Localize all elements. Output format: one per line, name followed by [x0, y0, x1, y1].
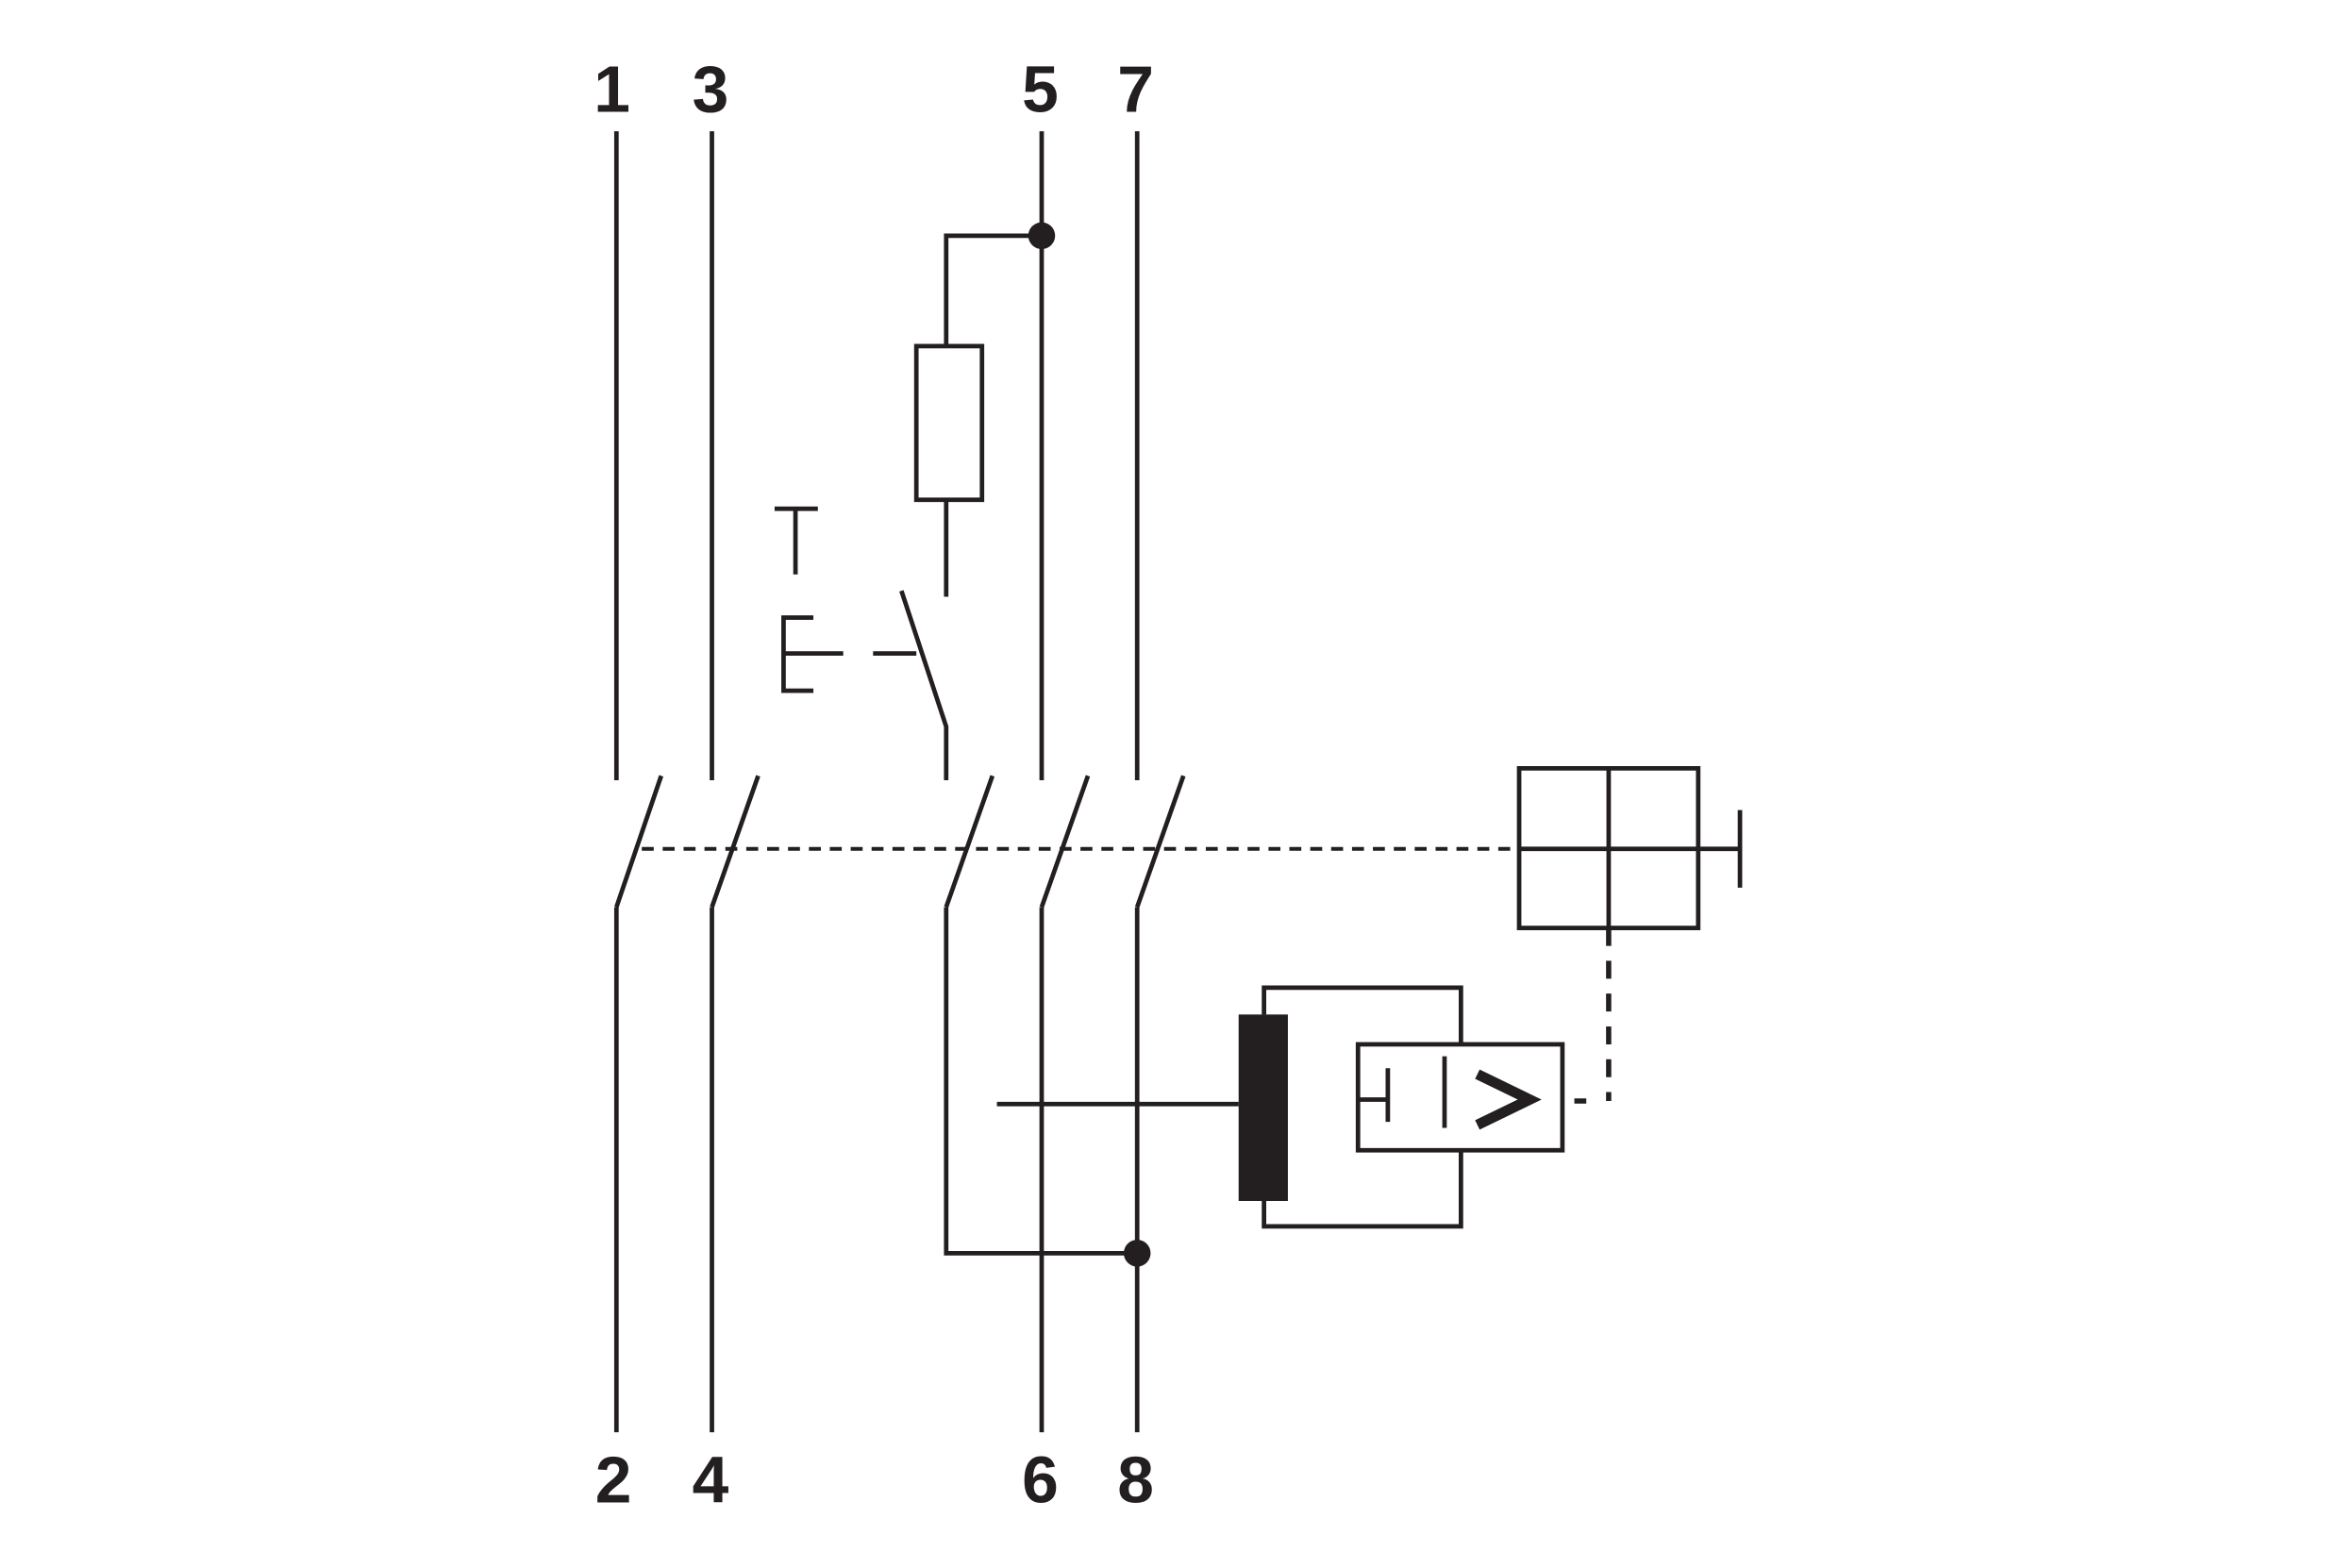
pole-5-6	[1039, 131, 1091, 1433]
terminal-2-label: 2	[595, 1443, 632, 1516]
trip-link	[1574, 927, 1612, 1104]
residual-current-relay	[1355, 1042, 1565, 1153]
terminal-5-label: 5	[1022, 53, 1059, 126]
terminal-8-label: 8	[1117, 1443, 1154, 1516]
terminal-4-label: 4	[693, 1443, 729, 1516]
trip-mechanism	[1516, 766, 1743, 930]
junction-dot-bottom	[1123, 1240, 1151, 1267]
test-resistor	[913, 343, 985, 503]
terminal-1-label: 1	[593, 53, 630, 126]
test-button-symbol	[774, 506, 818, 575]
greater-than-symbol	[1475, 1069, 1542, 1130]
terminal-7-label: 7	[1117, 53, 1154, 126]
pole-1-2	[613, 131, 664, 1433]
pole-7-8	[1134, 131, 1186, 1433]
push-actuator-symbol	[781, 615, 917, 693]
current-transformer	[996, 985, 1463, 1229]
terminal-3-label: 3	[693, 53, 729, 126]
pole-3-4	[710, 131, 760, 1433]
terminal-6-label: 6	[1022, 1443, 1059, 1516]
test-circuit	[774, 222, 1151, 1267]
